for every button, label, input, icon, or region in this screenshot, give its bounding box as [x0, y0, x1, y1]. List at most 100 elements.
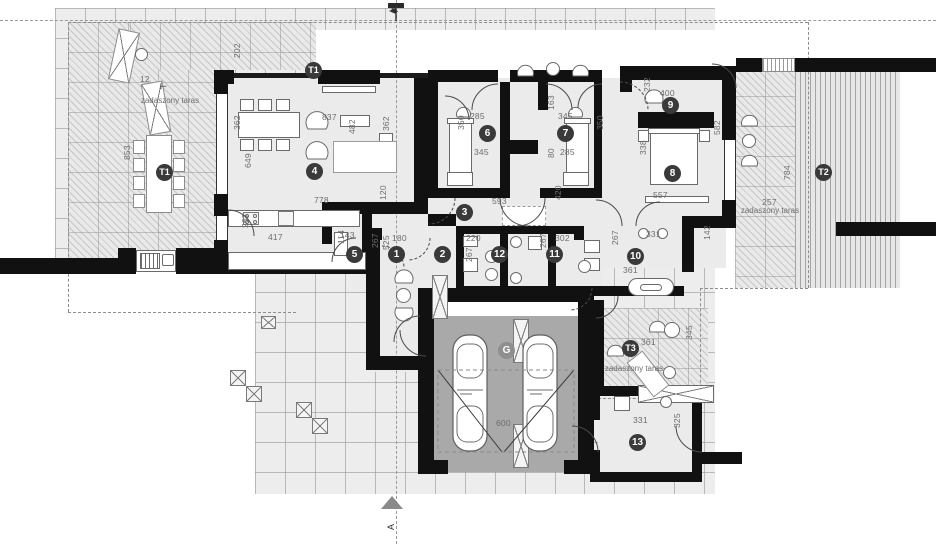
dim-7-80: 80 — [546, 148, 556, 158]
wall-bedroom-east5 — [682, 216, 694, 272]
wall-room8-left — [620, 66, 632, 92]
section-line-a — [0, 20, 936, 21]
planter-t2a — [741, 114, 758, 127]
wall-entry-left — [366, 240, 380, 368]
wall-living-north-right2 — [380, 73, 428, 78]
wall-bedroom-north — [428, 70, 498, 82]
kitchen-island — [228, 252, 366, 270]
entry-seat-3 — [394, 307, 414, 322]
dim-10-331: 331 — [646, 229, 661, 239]
bedroom-east-door — [724, 140, 736, 200]
label-terrace-t2: zadaszony taras — [740, 206, 800, 215]
west-window-circle — [162, 254, 174, 266]
bed-8-headboard — [648, 128, 700, 134]
wall-t3-top — [594, 300, 604, 390]
badge-room-4: 4 — [306, 163, 323, 180]
tv-console — [340, 115, 370, 127]
outdoor-chair-l1 — [133, 140, 145, 154]
sink-13 — [660, 396, 672, 408]
sink-11 — [510, 236, 522, 248]
west-window-grill — [140, 253, 160, 269]
burner-4 — [253, 220, 257, 224]
outdoor-chair-l2 — [133, 158, 145, 172]
dim-9-232: 232 — [642, 77, 652, 92]
dining-chair-t2 — [258, 99, 272, 111]
badge-terrace-t1: T1 — [156, 164, 173, 181]
section-label-bottom: A — [386, 523, 397, 531]
tv-console-8 — [645, 196, 709, 203]
wall-room7-right — [594, 82, 602, 188]
badge-room-7: 7 — [557, 125, 574, 142]
badge-room-10: 10 — [627, 248, 644, 265]
dim-6-285: 285 — [470, 111, 485, 121]
planter-n3 — [572, 64, 589, 77]
wall-garage-south-right — [564, 460, 594, 474]
interior-room13 — [598, 394, 698, 472]
cabinet-10a — [584, 240, 600, 253]
planter-t2b — [742, 134, 756, 148]
wall-bedroom-east3 — [722, 200, 736, 216]
wall-west-sill2 — [176, 248, 216, 274]
cabinet-11 — [528, 236, 542, 250]
dim-t1-12: 12 — [140, 74, 150, 84]
label-terrace-t1: zadaszony taras — [140, 96, 200, 105]
wall-room7-left — [538, 82, 548, 110]
outdoor-chair-r3 — [173, 176, 185, 190]
dim-garage-600: 600 — [496, 418, 511, 428]
wall-bath12-left — [456, 226, 464, 292]
wall-living-north-glazing-frame — [234, 73, 318, 78]
badge-room-2: 2 — [434, 246, 451, 263]
badge-room-1: 1 — [388, 246, 405, 263]
wall-living-west-upper — [214, 70, 228, 94]
planter-t2c — [741, 154, 758, 167]
wall-room10-left — [574, 226, 584, 240]
badge-room-3: 3 — [456, 204, 473, 221]
wall-room6-south — [428, 188, 510, 198]
desk-6 — [447, 172, 473, 186]
wall-bedroom-east4 — [682, 216, 736, 228]
stair-detail — [502, 206, 546, 226]
wall-closet-mid — [510, 140, 538, 154]
sofa-outline — [333, 141, 397, 173]
sidetable-t3 — [663, 366, 676, 379]
dim-8-557: 557 — [653, 190, 668, 200]
dim-8-338: 338 — [638, 140, 648, 155]
nightstand-8a — [638, 130, 649, 142]
living-west-window2 — [216, 216, 228, 240]
roof-outline-top — [68, 22, 808, 23]
dim-4-837: 837 — [322, 112, 337, 122]
wall-living-north-right — [318, 70, 380, 84]
wall-bedroom-east2 — [722, 112, 736, 140]
nightstand-8b — [699, 130, 710, 142]
living-west-sliding-door — [216, 94, 228, 194]
side-table-round — [135, 48, 148, 61]
wall-room6-right — [500, 82, 510, 188]
dim-7-350: 350 — [595, 115, 605, 130]
planter-n2 — [546, 62, 560, 76]
roof-outline-right — [808, 22, 809, 288]
sink-unit — [261, 316, 276, 329]
wall-room6-left — [428, 82, 438, 188]
badge-room-11: 11 — [546, 246, 563, 263]
roof-outline-left — [68, 22, 69, 312]
dim-t2-257: 257 — [762, 197, 777, 207]
sink-10b — [657, 228, 668, 239]
armchair-2 — [305, 141, 329, 160]
desk-7 — [563, 172, 589, 186]
terrace-t1-upper — [130, 22, 316, 70]
dim-10-142: 142 — [702, 225, 712, 240]
dim-t3-361: 361 — [641, 337, 656, 347]
bed-7-headboard — [564, 118, 591, 124]
wall-east-lower-outer2 — [702, 452, 742, 464]
wall-hall-north — [428, 214, 456, 226]
dining-chair-t1 — [240, 99, 254, 111]
roof-outline-bottom-left — [68, 312, 296, 313]
wall-room13-bottom — [590, 472, 702, 482]
outdoor-chair-l4 — [133, 194, 145, 208]
badge-room-13: 13 — [629, 434, 646, 451]
badge-room-9: 9 — [662, 97, 679, 114]
dim-10-267: 267 — [610, 230, 620, 245]
dim-4-267: 267 — [240, 213, 250, 228]
dining-chair-b1 — [240, 139, 254, 151]
dim-3-420: 420 — [553, 185, 563, 200]
